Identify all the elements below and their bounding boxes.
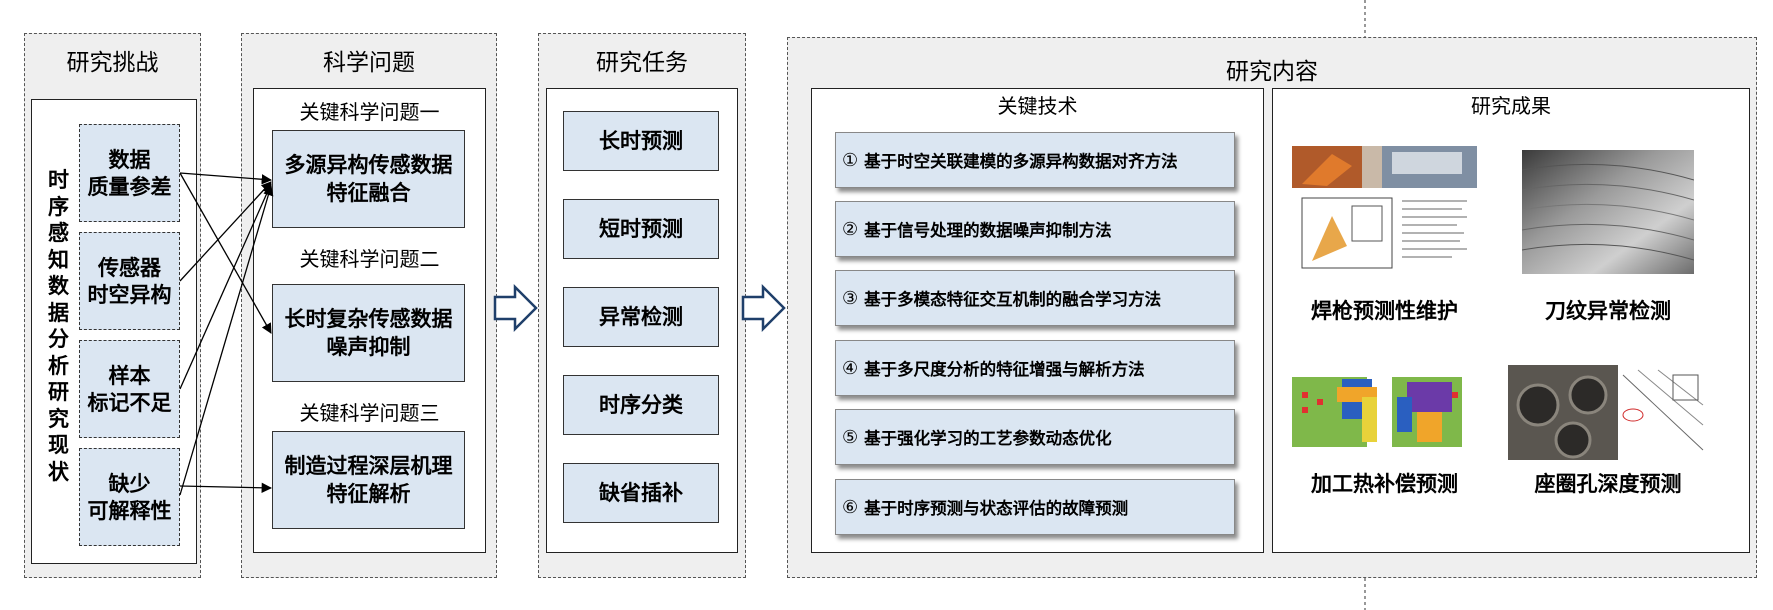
tech-3-num: ③: [842, 287, 859, 309]
challenge-2-line2: 时空异构: [87, 282, 172, 307]
challenge-3-line2: 标记不足: [87, 390, 172, 415]
tech-item-2: ② 基于信号处理的数据噪声抑制方法: [835, 201, 1235, 257]
tech-5-num: ⑤: [842, 426, 859, 448]
tech-1-num: ①: [842, 149, 859, 171]
challenge-3-line1: 样本: [108, 362, 151, 388]
challenge-4-line1: 缺少: [108, 470, 151, 496]
problem-1-line1: 多源异构传感数据: [284, 151, 453, 177]
result-seat-ring-depth: 座圈孔深度预测: [1534, 471, 1682, 496]
tech-4-text: 基于多尺度分析的特征增强与解析方法: [864, 360, 1145, 379]
problem-2-box: 长时复杂传感数据噪声抑制: [272, 284, 465, 382]
result-thermal-compensation: 加工热补偿预测: [1311, 471, 1458, 496]
tech-6-num: ⑥: [842, 496, 859, 518]
block-arrow-tasks-to-content: [741, 283, 786, 333]
problem-3-box: 制造过程深层机理特征解析: [272, 431, 465, 529]
tech-3-text: 基于多模态特征交互机制的融合学习方法: [864, 290, 1162, 309]
results-title: 研究成果: [1471, 94, 1551, 118]
problem-3-line1: 制造过程深层机理: [284, 452, 453, 478]
task-classification: 时序分类: [563, 375, 719, 435]
tech-2-text: 基于信号处理的数据噪声抑制方法: [864, 221, 1112, 240]
problem-2-label: 关键科学问题二: [299, 247, 440, 271]
tech-item-3: ③ 基于多模态特征交互机制的融合学习方法: [835, 270, 1235, 326]
task-short-term-forecast: 短时预测: [563, 199, 719, 259]
challenge-interpretability: 缺少可解释性: [79, 448, 180, 546]
seat-ring-image: [1508, 365, 1708, 460]
welding-gun-image: [1292, 146, 1477, 279]
task-anomaly-detection: 异常检测: [563, 287, 719, 347]
tech-2-num: ②: [842, 218, 859, 240]
content-title: 研究内容: [1226, 59, 1318, 85]
challenges-vertical-label: 时序感知数据分析研究现状: [48, 167, 69, 484]
tech-item-5: ⑤ 基于强化学习的工艺参数动态优化: [835, 409, 1235, 465]
tech-item-1: ① 基于时空关联建模的多源异构数据对齐方法: [835, 132, 1235, 188]
result-tool-mark: 刀纹异常检测: [1545, 298, 1671, 323]
problem-3-label: 关键科学问题三: [299, 401, 440, 425]
challenge-1-line1: 数据: [108, 146, 151, 172]
challenge-data-quality: 数据质量参差: [79, 124, 180, 222]
challenge-label-scarcity: 样本标记不足: [79, 340, 180, 438]
thermal-compensation-image: [1292, 367, 1474, 459]
challenge-2-line1: 传感器: [98, 254, 161, 280]
problem-1-label: 关键科学问题一: [299, 100, 440, 124]
tech-5-text: 基于强化学习的工艺参数动态优化: [864, 429, 1112, 448]
tech-title: 关键技术: [997, 94, 1078, 118]
result-welding-gun: 焊枪预测性维护: [1311, 298, 1458, 323]
tech-1-text: 基于时空关联建模的多源异构数据对齐方法: [864, 152, 1178, 171]
tech-4-num: ④: [842, 357, 859, 379]
tool-mark-image: [1522, 150, 1694, 274]
tech-6-text: 基于时序预测与状态评估的故障预测: [864, 499, 1129, 518]
challenge-4-line2: 可解释性: [87, 498, 172, 523]
problem-1-line2: 特征融合: [326, 180, 411, 205]
problem-2-line1: 长时复杂传感数据: [284, 305, 453, 331]
problem-2-line2: 噪声抑制: [326, 334, 411, 359]
block-arrow-problems-to-tasks: [493, 283, 538, 333]
tasks-title: 研究任务: [596, 50, 688, 76]
challenge-1-line2: 质量参差: [87, 174, 172, 199]
problems-title: 科学问题: [323, 50, 415, 76]
tech-item-4: ④ 基于多尺度分析的特征增强与解析方法: [835, 340, 1235, 396]
problem-3-line2: 特征解析: [326, 481, 411, 506]
tech-item-6: ⑥ 基于时序预测与状态评估的故障预测: [835, 479, 1235, 535]
task-long-term-forecast: 长时预测: [563, 111, 719, 171]
task-imputation: 缺省插补: [563, 463, 719, 523]
challenges-title: 研究挑战: [66, 50, 159, 76]
problem-1-box: 多源异构传感数据特征融合: [272, 130, 465, 228]
challenge-sensor-heterogeneity: 传感器时空异构: [79, 232, 180, 330]
